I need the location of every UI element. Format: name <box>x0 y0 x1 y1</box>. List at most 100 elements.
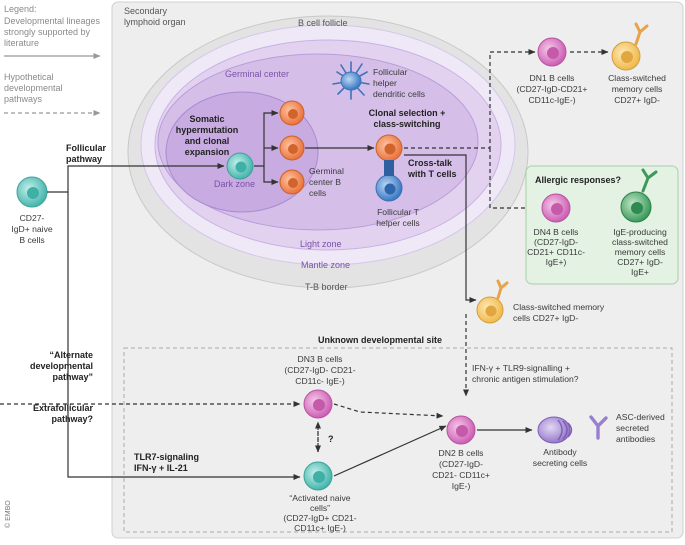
allergic-label: Allergic responses? <box>535 175 621 185</box>
gc-b-label-line2: center B <box>309 177 341 187</box>
dn2-label-line2: (CD27-IgD- <box>439 459 483 469</box>
csm-label-line1: Class-switched memory <box>513 302 605 312</box>
crosstalk-line2: with T cells <box>407 169 457 179</box>
naive-b-cell <box>16 176 48 208</box>
tlr7-label-line2: IFN-γ + IL-21 <box>134 463 188 473</box>
light-zone-label: Light zone <box>300 239 342 249</box>
arrow-to-gc-bottom <box>263 166 279 185</box>
asc-antibody-line2: secreted <box>616 423 649 433</box>
alternate-pathway-arrow <box>67 192 301 480</box>
fdc-cell <box>332 61 370 100</box>
clonal-selection-line1: Clonal selection + <box>369 108 446 118</box>
act-naive-label-line2: cells” <box>310 503 330 513</box>
extrafollicular-pathway-line2: pathway? <box>51 414 93 424</box>
dn1-label-line3: CD11c-IgE-) <box>528 95 575 105</box>
arrow-to-dn1 <box>404 49 536 149</box>
gc-b-cell-bottom <box>279 169 305 195</box>
dark-zone-label: Dark zone <box>214 179 255 189</box>
dn1-label-line2: (CD27-IgD-CD21+ <box>517 84 588 94</box>
asc-antibody-line1: ASC-derived <box>616 412 665 422</box>
selected-b-cell <box>375 134 403 162</box>
dn1-cell <box>537 37 567 67</box>
legend-solid-label-line3: literature <box>4 38 39 48</box>
dn2-cell <box>446 415 476 445</box>
credit-container: © EMBO <box>4 500 12 528</box>
somatic-label-line1: Somatic <box>189 114 224 124</box>
ige-memory-cell <box>620 168 658 223</box>
mantle-zone-label: Mantle zone <box>301 260 350 270</box>
unknown-site-label: Unknown developmental site <box>318 335 442 345</box>
class-switched-memory-cell <box>476 279 509 324</box>
dn4-label-line2: (CD27-IgD- <box>534 237 578 247</box>
arrow-activated-to-dn2 <box>333 425 447 477</box>
somatic-label-line2: hypermutation <box>176 125 239 135</box>
ige-memory-label-line5: IgE+ <box>631 267 649 277</box>
naive-label-line3: B cells <box>19 235 44 245</box>
dn1-memory-label-line2: memory cells <box>612 84 663 94</box>
ige-memory-label-line3: memory cells <box>615 247 666 257</box>
naive-label-line2: IgD+ naive <box>11 224 53 234</box>
ige-memory-label-line2: class-switched <box>612 237 668 247</box>
dn4-cell <box>541 193 571 223</box>
legend-solid-label-line2: strongly supported by <box>4 27 91 37</box>
dn2-label-line4: IgE-) <box>452 481 471 491</box>
alternate-pathway-line1: “Alternate <box>49 350 93 360</box>
dn3-label-line1: DN3 B cells <box>298 354 343 364</box>
follicular-pathway-arrow <box>47 163 225 193</box>
dn3-cell <box>303 389 333 419</box>
dn4-label-line1: DN4 B cells <box>534 227 579 237</box>
tfh-cell <box>375 174 403 202</box>
gc-b-label-line1: Germinal <box>309 166 344 176</box>
unknown-site-box <box>123 347 673 533</box>
somatic-label-line4: expansion <box>185 147 230 157</box>
fdc-label-line2: helper <box>373 78 397 88</box>
activated-naive-cell <box>303 461 333 491</box>
follicle-label: B cell follicle <box>298 18 348 28</box>
organ-label-line1: Secondary <box>124 6 168 16</box>
arrow-dn3-to-dn2 <box>333 403 444 419</box>
dn1-label-line1: DN1 B cells <box>530 73 575 83</box>
csm-label-line2: cells CD27+ IgD- <box>513 313 578 323</box>
germinal-center-label: Germinal center <box>225 69 289 79</box>
dn2-label-line1: DN2 B cells <box>439 448 484 458</box>
dn1-memory-label-line1: Class-switched <box>608 73 666 83</box>
ifn-tlr9-line2: chronic antigen stimulation? <box>472 374 579 384</box>
legend-solid-label-line1: Developmental lineages <box>4 16 101 26</box>
legend-dashed-label-line1: Hypothetical <box>4 72 54 82</box>
embo-credit: © EMBO <box>4 500 12 528</box>
gc-entry-cell <box>226 152 254 180</box>
act-naive-label-line4: CD11c+ IgE-) <box>294 523 346 533</box>
gc-b-label-line3: cells <box>309 188 326 198</box>
tlr7-label-line1: TLR7-signaling <box>134 452 199 462</box>
dn3-label-line2: (CD27-IgD- CD21- <box>284 365 355 375</box>
extrafollicular-pathway-line1: Extrafollicular <box>33 403 94 413</box>
asc-antibody-line3: antibodies <box>616 434 655 444</box>
arrow-to-dn4 <box>489 148 534 211</box>
tfh-label-line1: Follicular T <box>377 207 420 217</box>
somatic-label-line3: and clonal <box>185 136 230 146</box>
gc-b-cell-top <box>279 100 305 126</box>
asc-cell <box>537 416 573 444</box>
dn1-memory-label-line3: CD27+ IgD- <box>614 95 660 105</box>
alternate-pathway-line3: pathway” <box>52 372 93 382</box>
dn1-memory-cell <box>611 22 649 71</box>
dn2-label-line3: CD21- CD11c+ <box>432 470 490 480</box>
fdc-label-line1: Follicular <box>373 67 408 77</box>
tb-border-label: T-B border <box>305 282 348 292</box>
crosstalk-line1: Cross-talk <box>408 158 453 168</box>
act-naive-label-line1: “Activated naive <box>289 493 350 503</box>
ige-memory-label-line1: IgE-producing <box>613 227 667 237</box>
organ-label-line2: lymphoid organ <box>124 17 186 27</box>
ige-memory-label-line4: CD27+ IgD- <box>617 257 663 267</box>
ifn-tlr9-line1: IFN-γ + TLR9-signalling + <box>472 363 570 373</box>
dn3-label-line3: CD11c- IgE-) <box>295 376 345 386</box>
arrow-to-gc-top <box>254 110 279 167</box>
alternate-pathway-line2: developmental <box>30 361 93 371</box>
asc-label-line1: Antibody <box>543 447 577 457</box>
dn4-label-line4: IgE+) <box>546 257 567 267</box>
act-naive-label-line3: (CD27-IgD+ CD21- <box>283 513 356 523</box>
clonal-selection-line2: class-switching <box>373 119 440 129</box>
naive-label-line1: CD27- <box>20 213 45 223</box>
tfh-label-line2: helper cells <box>376 218 419 228</box>
